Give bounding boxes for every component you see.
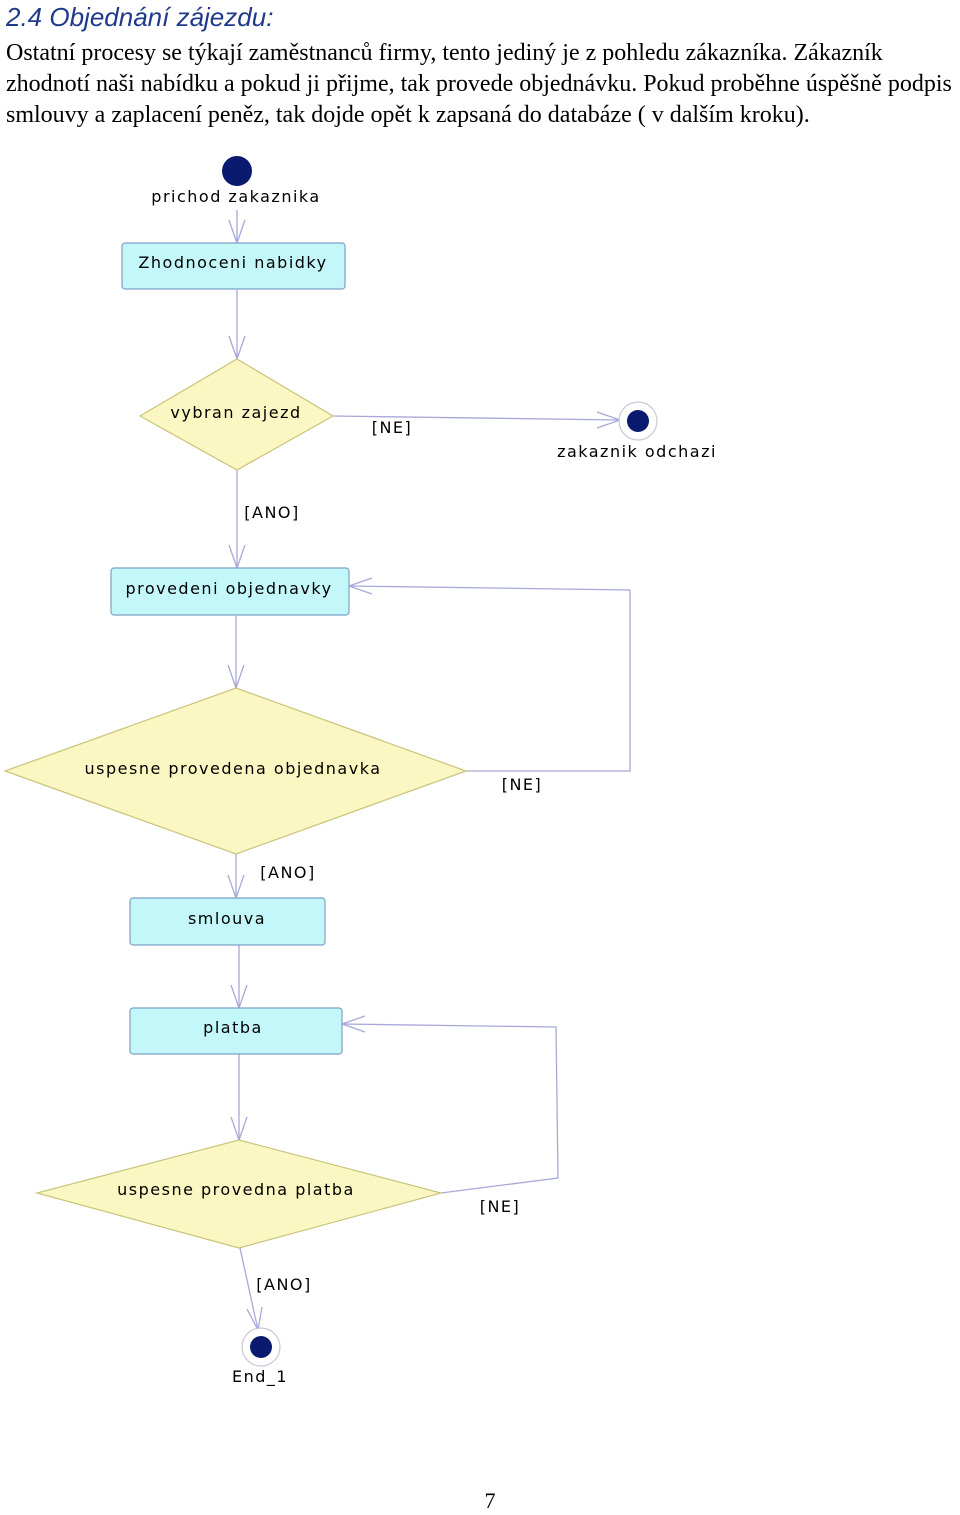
flow-decision-ne-loop-back-2 — [341, 1023, 559, 1194]
activity-platba-label: platba — [203, 1018, 263, 1037]
flow-lines — [235, 210, 631, 1331]
initial-node-label: prichod zakaznika — [151, 187, 320, 206]
final-node-end-1 — [250, 1336, 272, 1358]
guard-ne-3: [NE] — [480, 1197, 521, 1216]
guard-ano-3: [ANO] — [256, 1275, 312, 1294]
decision-uspesne-provedna-platba-label: uspesne provedna platba — [117, 1180, 355, 1199]
section-paragraph: Ostatní procesy se týkají zaměstnanců fi… — [6, 40, 952, 128]
activity-zhodnoceni-nabidky-label: Zhodnoceni nabidky — [138, 253, 327, 272]
decision-uspesne-provedena-objednavka — [3, 687, 468, 855]
final-node-end-1-label: End_1 — [232, 1367, 288, 1387]
guard-ne-2: [NE] — [502, 775, 543, 794]
decision-vybran-zajezd — [138, 358, 335, 471]
initial-node — [222, 156, 252, 186]
activity-smlouva — [129, 897, 326, 946]
decision-uspesne-provedena-objednavka-label: uspesne provedena objednavka — [85, 759, 382, 778]
activity-smlouva-label: smlouva — [188, 909, 266, 928]
guard-ano-2: [ANO] — [260, 863, 316, 882]
decision-uspesne-provedna-platba — [34, 1139, 444, 1249]
final-node-zakaznik-odchazi — [627, 410, 649, 432]
final-node-zakaznik-odchazi-label: zakaznik odchazi — [557, 442, 717, 461]
activity-provedeni-objednavky-label: provedeni objednavky — [125, 579, 332, 598]
flow-decision-ano-to-end — [239, 1247, 259, 1331]
activity-platba — [129, 1007, 343, 1055]
activity-diagram: prichod zakaznika Zhodnoceni nabidky vyb… — [3, 156, 717, 1387]
flow-decision-ne-loop-back — [348, 585, 631, 772]
activity-zhodnoceni-nabidky — [121, 242, 346, 290]
activity-provedeni-objednavky — [110, 567, 350, 616]
decision-vybran-zajezd-label: vybran zajezd — [170, 403, 301, 422]
guard-ano-1: [ANO] — [244, 503, 300, 522]
section-heading: 2.4 Objednání zájezdu: — [6, 2, 274, 32]
guard-ne-1: [NE] — [372, 418, 413, 437]
arrowhead-down-icon — [246, 1306, 263, 1332]
page-number: 7 — [484, 1488, 496, 1513]
flow-decision-ne-to-end — [332, 415, 621, 421]
